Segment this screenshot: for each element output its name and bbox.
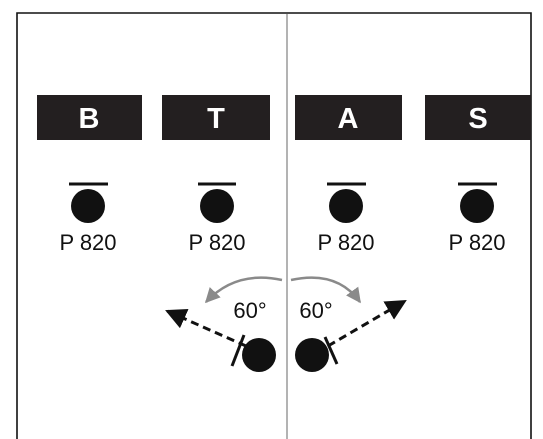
voice-block-s: S: [425, 95, 531, 140]
voice-block-t: T: [162, 95, 270, 140]
microphone-icon: [242, 338, 276, 372]
diagram-frame: [16, 12, 532, 439]
direction-arrow-right: [327, 299, 407, 348]
angle-label-left: 60°: [233, 298, 266, 323]
mic-model-label-a: P 820: [317, 230, 374, 255]
voice-block-b: B: [37, 95, 142, 140]
angle-arc-left: [204, 276, 283, 304]
overhead-mic-b: P 820: [59, 182, 117, 255]
mic-model-label-t: P 820: [188, 230, 245, 255]
voice-block-b-background: [37, 95, 142, 140]
voice-label-a: A: [338, 103, 359, 135]
mic-model-label-b: P 820: [59, 230, 116, 255]
direction-arrow-left: [165, 309, 247, 348]
overhead-mic-t: P 820: [188, 182, 246, 255]
voice-label-t: T: [207, 103, 225, 135]
microphone-icon: [71, 189, 105, 223]
voice-block-s-background: [425, 95, 531, 140]
angle-label-right: 60°: [299, 298, 332, 323]
voice-block-t-background: [162, 95, 270, 140]
microphone-icon: [295, 338, 329, 372]
microphone-icon: [200, 189, 234, 223]
voice-label-s: S: [468, 103, 487, 135]
overhead-mic-s: P 820: [448, 182, 506, 255]
voice-block-a-background: [295, 95, 402, 140]
mic-capsule-bar-right: [323, 336, 339, 365]
mic-model-label-s: P 820: [448, 230, 505, 255]
voice-block-a: A: [295, 95, 402, 140]
microphone-icon: [329, 189, 363, 223]
overhead-mic-a: P 820: [317, 182, 375, 255]
mic-capsule-bar-left: [230, 334, 246, 367]
angle-arc-right: [290, 276, 362, 304]
microphone-icon: [460, 189, 494, 223]
stereo-mic-right: [295, 299, 407, 372]
stereo-mic-left: [165, 309, 276, 372]
voice-label-b: B: [79, 103, 100, 135]
